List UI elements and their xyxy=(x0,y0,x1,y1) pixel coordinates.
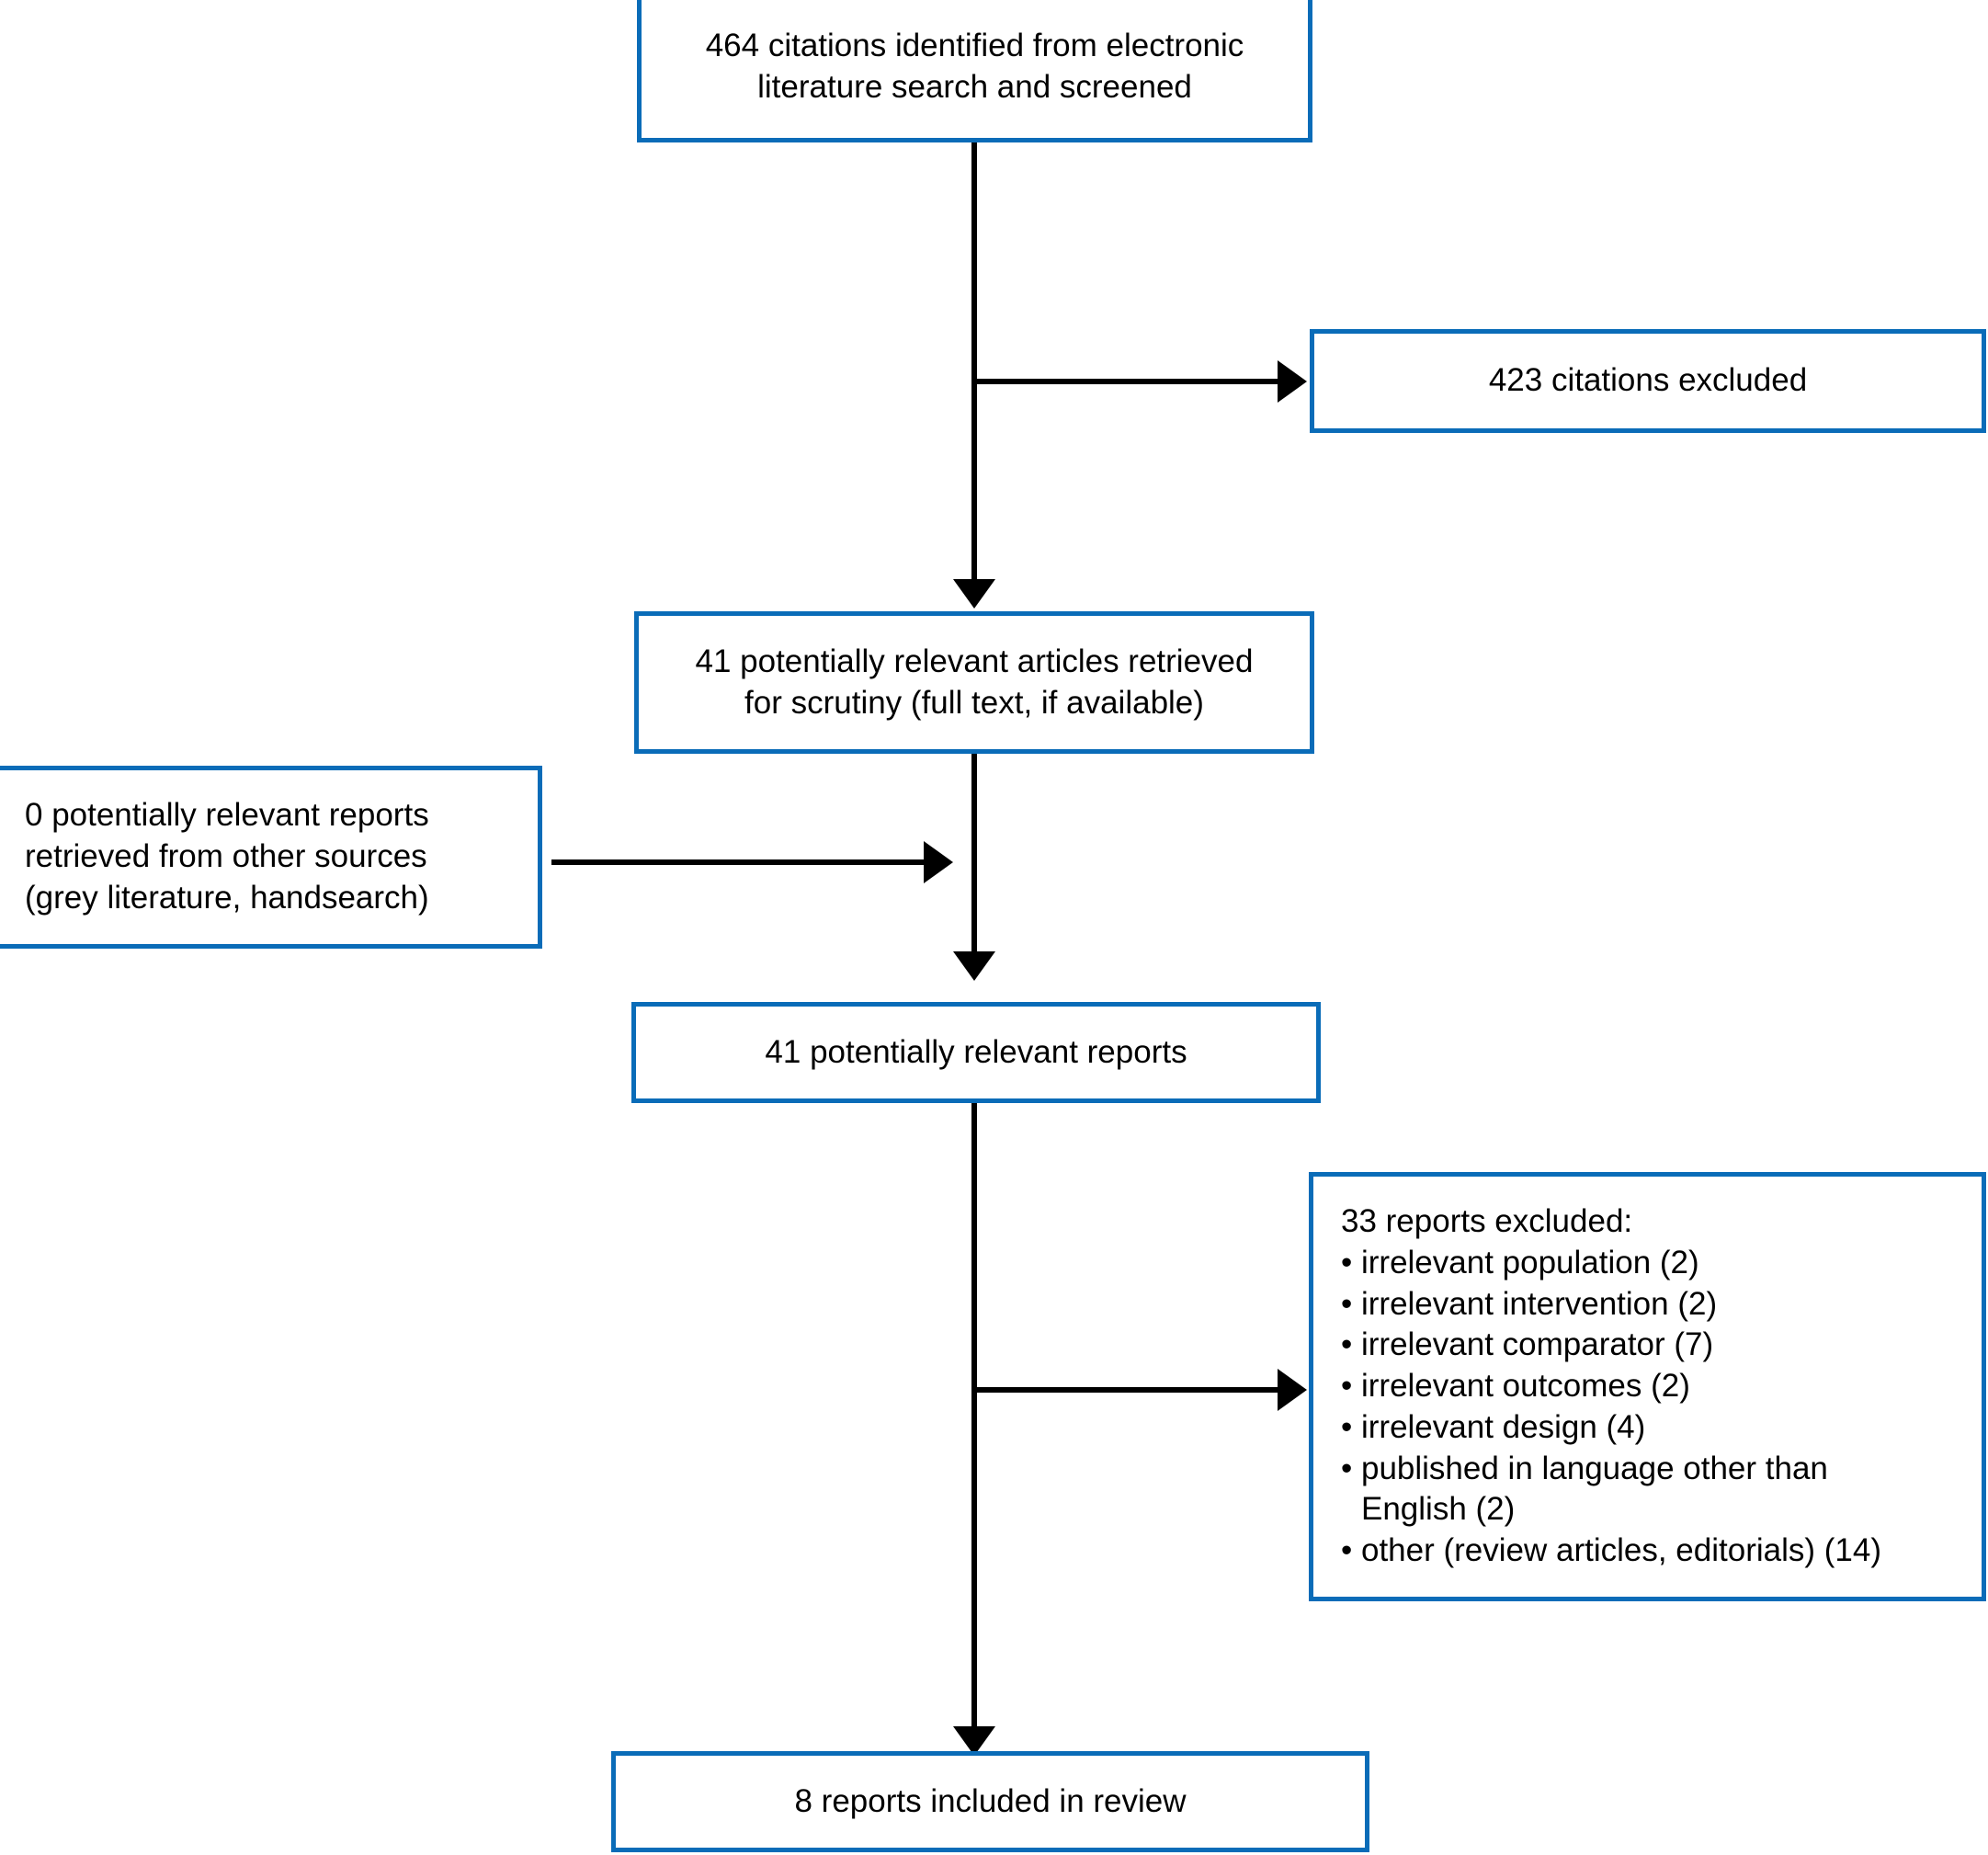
reports-excluded-item: • irrelevant design (4) xyxy=(1341,1408,1646,1445)
reports-excluded-list: 33 reports excluded: • irrelevant popula… xyxy=(1313,1201,1982,1572)
arrowhead-retrieved-to-reports xyxy=(953,951,995,981)
arrowhead-screened-to-excluded xyxy=(1278,360,1307,403)
node-other-sources: 0 potentially relevant reports retrieved… xyxy=(0,766,542,949)
arrowhead-reports-to-excluded xyxy=(1278,1369,1307,1411)
reports-excluded-item: • irrelevant intervention (2) xyxy=(1341,1285,1718,1322)
node-reports-included: 8 reports included in review xyxy=(611,1751,1369,1852)
arrowhead-other-sources-to-main xyxy=(924,841,953,883)
node-citations-excluded-label: 423 citations excluded xyxy=(1488,362,1808,399)
edge-reports-to-excluded xyxy=(971,1387,1289,1393)
node-articles-retrieved-label: 41 potentially relevant articles retriev… xyxy=(695,643,1254,721)
node-citations-excluded: 423 citations excluded xyxy=(1310,329,1986,433)
reports-excluded-title: 33 reports excluded: xyxy=(1341,1202,1633,1239)
node-reports-excluded: 33 reports excluded: • irrelevant popula… xyxy=(1309,1172,1986,1601)
node-other-sources-label: 0 potentially relevant reports retrieved… xyxy=(25,797,429,916)
node-citations-screened-label: 464 citations identified from electronic… xyxy=(705,27,1244,105)
node-relevant-reports-label: 41 potentially relevant reports xyxy=(765,1033,1187,1070)
node-articles-retrieved: 41 potentially relevant articles retriev… xyxy=(634,611,1314,754)
edge-screened-to-excluded xyxy=(971,379,1289,384)
edge-other-sources-to-main xyxy=(551,859,933,865)
reports-excluded-item: • published in language other than Engli… xyxy=(1341,1450,1828,1528)
arrowhead-screened-to-retrieved xyxy=(953,579,995,609)
reports-excluded-item: • other (review articles, editorials) (1… xyxy=(1341,1532,1881,1569)
reports-excluded-item: • irrelevant population (2) xyxy=(1341,1244,1699,1280)
reports-excluded-item: • irrelevant outcomes (2) xyxy=(1341,1368,1690,1405)
edge-screened-to-retrieved xyxy=(971,142,977,579)
node-relevant-reports: 41 potentially relevant reports xyxy=(631,1002,1321,1103)
reports-excluded-item: • irrelevant comparator (7) xyxy=(1341,1326,1714,1363)
edge-reports-to-included xyxy=(971,1103,977,1726)
edge-retrieved-to-reports xyxy=(971,754,977,951)
arrowhead-reports-to-included xyxy=(953,1726,995,1756)
node-reports-included-label: 8 reports included in review xyxy=(794,1782,1187,1819)
node-citations-screened: 464 citations identified from electronic… xyxy=(637,0,1312,142)
